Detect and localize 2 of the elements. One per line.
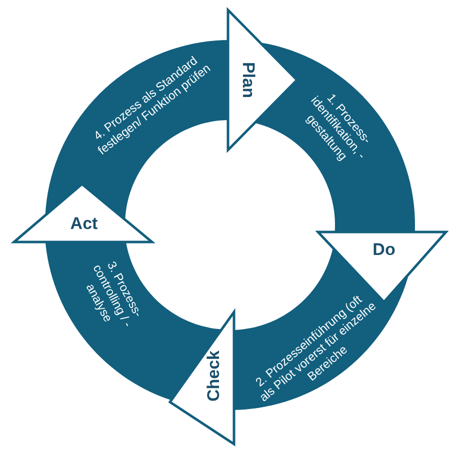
phase-label: Plan — [238, 62, 258, 98]
phase-label: Do — [372, 240, 396, 260]
